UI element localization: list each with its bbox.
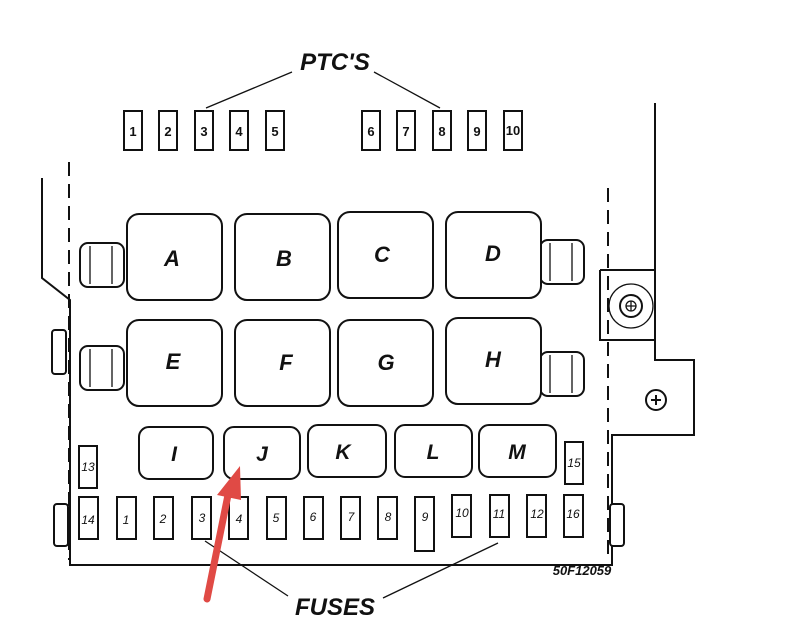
svg-text:2: 2 <box>159 512 167 526</box>
svg-text:3: 3 <box>200 124 207 139</box>
svg-text:12: 12 <box>530 507 544 521</box>
relay-connector-left-bottom <box>79 345 125 391</box>
svg-text:1: 1 <box>123 513 130 527</box>
relay-connector-right-bottom <box>539 351 585 397</box>
fuse-11: 11 <box>489 494 510 538</box>
svg-text:16: 16 <box>566 507 580 521</box>
svg-text:G: G <box>377 350 394 375</box>
svg-text:8: 8 <box>385 510 392 524</box>
fuse-16: 16 <box>563 494 584 538</box>
ptc-8: 8 <box>432 110 452 151</box>
mounting-screw-icon <box>608 283 654 329</box>
fuse-12: 12 <box>526 494 547 538</box>
fuse-14: 14 <box>78 496 99 540</box>
fuse-10: 10 <box>451 494 472 538</box>
fuse-5: 5 <box>266 496 287 540</box>
relay-m: M <box>478 424 557 478</box>
svg-text:L: L <box>427 441 440 464</box>
relay-j: J <box>223 426 301 480</box>
ptc-1: 1 <box>123 110 143 151</box>
relay-e: E <box>126 319 223 407</box>
ptc-caption: PTC'S <box>300 49 370 76</box>
svg-text:10: 10 <box>506 123 520 138</box>
svg-text:9: 9 <box>422 510 429 524</box>
svg-text:14: 14 <box>81 513 95 527</box>
svg-text:9: 9 <box>473 124 480 139</box>
svg-text:2: 2 <box>164 124 171 139</box>
ptc-leader-right <box>373 71 441 109</box>
fuse-6: 6 <box>303 496 324 540</box>
fuse-7: 7 <box>340 496 361 540</box>
svg-text:4: 4 <box>235 124 243 139</box>
svg-text:10: 10 <box>455 506 469 520</box>
fuse-15: 15 <box>564 441 584 485</box>
fuses-caption: FUSES <box>295 594 375 621</box>
fuse-9: 9 <box>414 496 435 552</box>
svg-text:5: 5 <box>271 124 278 139</box>
svg-text:C: C <box>374 242 391 267</box>
svg-text:13: 13 <box>81 460 95 474</box>
relay-k: K <box>307 424 387 478</box>
ptc-5: 5 <box>265 110 285 151</box>
relay-i: I <box>138 426 214 480</box>
svg-text:7: 7 <box>348 510 356 524</box>
figure-code: 50F12059 <box>553 563 612 578</box>
fuse-2: 2 <box>153 496 174 540</box>
relay-g: G <box>337 319 434 407</box>
relay-b: B <box>234 213 331 301</box>
svg-text:D: D <box>485 241 501 266</box>
svg-text:5: 5 <box>273 511 280 525</box>
svg-text:E: E <box>166 349 182 374</box>
relay-h: H <box>445 317 542 405</box>
ptc-leader-left <box>205 71 293 109</box>
svg-text:6: 6 <box>310 510 317 524</box>
fuse-1: 1 <box>116 496 137 540</box>
svg-text:A: A <box>163 246 180 271</box>
fuse-3: 3 <box>191 496 212 540</box>
ptc-9: 9 <box>467 110 487 151</box>
svg-text:7: 7 <box>402 124 409 139</box>
fuses-leader-right <box>382 542 499 599</box>
svg-text:15: 15 <box>567 456 581 470</box>
svg-text:1: 1 <box>129 124 136 139</box>
fuse-8: 8 <box>377 496 398 540</box>
fuse-4: 4 <box>228 496 249 540</box>
relay-a: A <box>126 213 223 301</box>
svg-text:H: H <box>485 347 502 372</box>
plus-marker-icon <box>645 389 667 411</box>
ptc-6: 6 <box>361 110 381 151</box>
svg-text:3: 3 <box>199 511 206 525</box>
ptc-10: 10 <box>503 110 523 151</box>
ptc-3: 3 <box>194 110 214 151</box>
svg-text:4: 4 <box>236 512 243 526</box>
svg-text:B: B <box>276 246 292 271</box>
ptc-2: 2 <box>158 110 178 151</box>
svg-text:8: 8 <box>438 124 445 139</box>
fuse-13: 13 <box>78 445 98 489</box>
relay-connector-left-top <box>79 242 125 288</box>
relay-connector-right-top <box>539 239 585 285</box>
relay-l: L <box>394 424 473 478</box>
ptc-4: 4 <box>229 110 249 151</box>
svg-text:6: 6 <box>367 124 374 139</box>
svg-text:F: F <box>279 350 293 375</box>
ptc-7: 7 <box>396 110 416 151</box>
svg-text:J: J <box>256 443 269 466</box>
relay-d: D <box>445 211 542 299</box>
svg-text:I: I <box>171 443 178 466</box>
relay-c: C <box>337 211 434 299</box>
relay-f: F <box>234 319 331 407</box>
svg-text:K: K <box>335 441 352 464</box>
svg-text:11: 11 <box>493 507 505 521</box>
red-arrow-icon <box>203 466 241 603</box>
svg-text:M: M <box>508 441 526 464</box>
housing-outline <box>41 103 695 566</box>
